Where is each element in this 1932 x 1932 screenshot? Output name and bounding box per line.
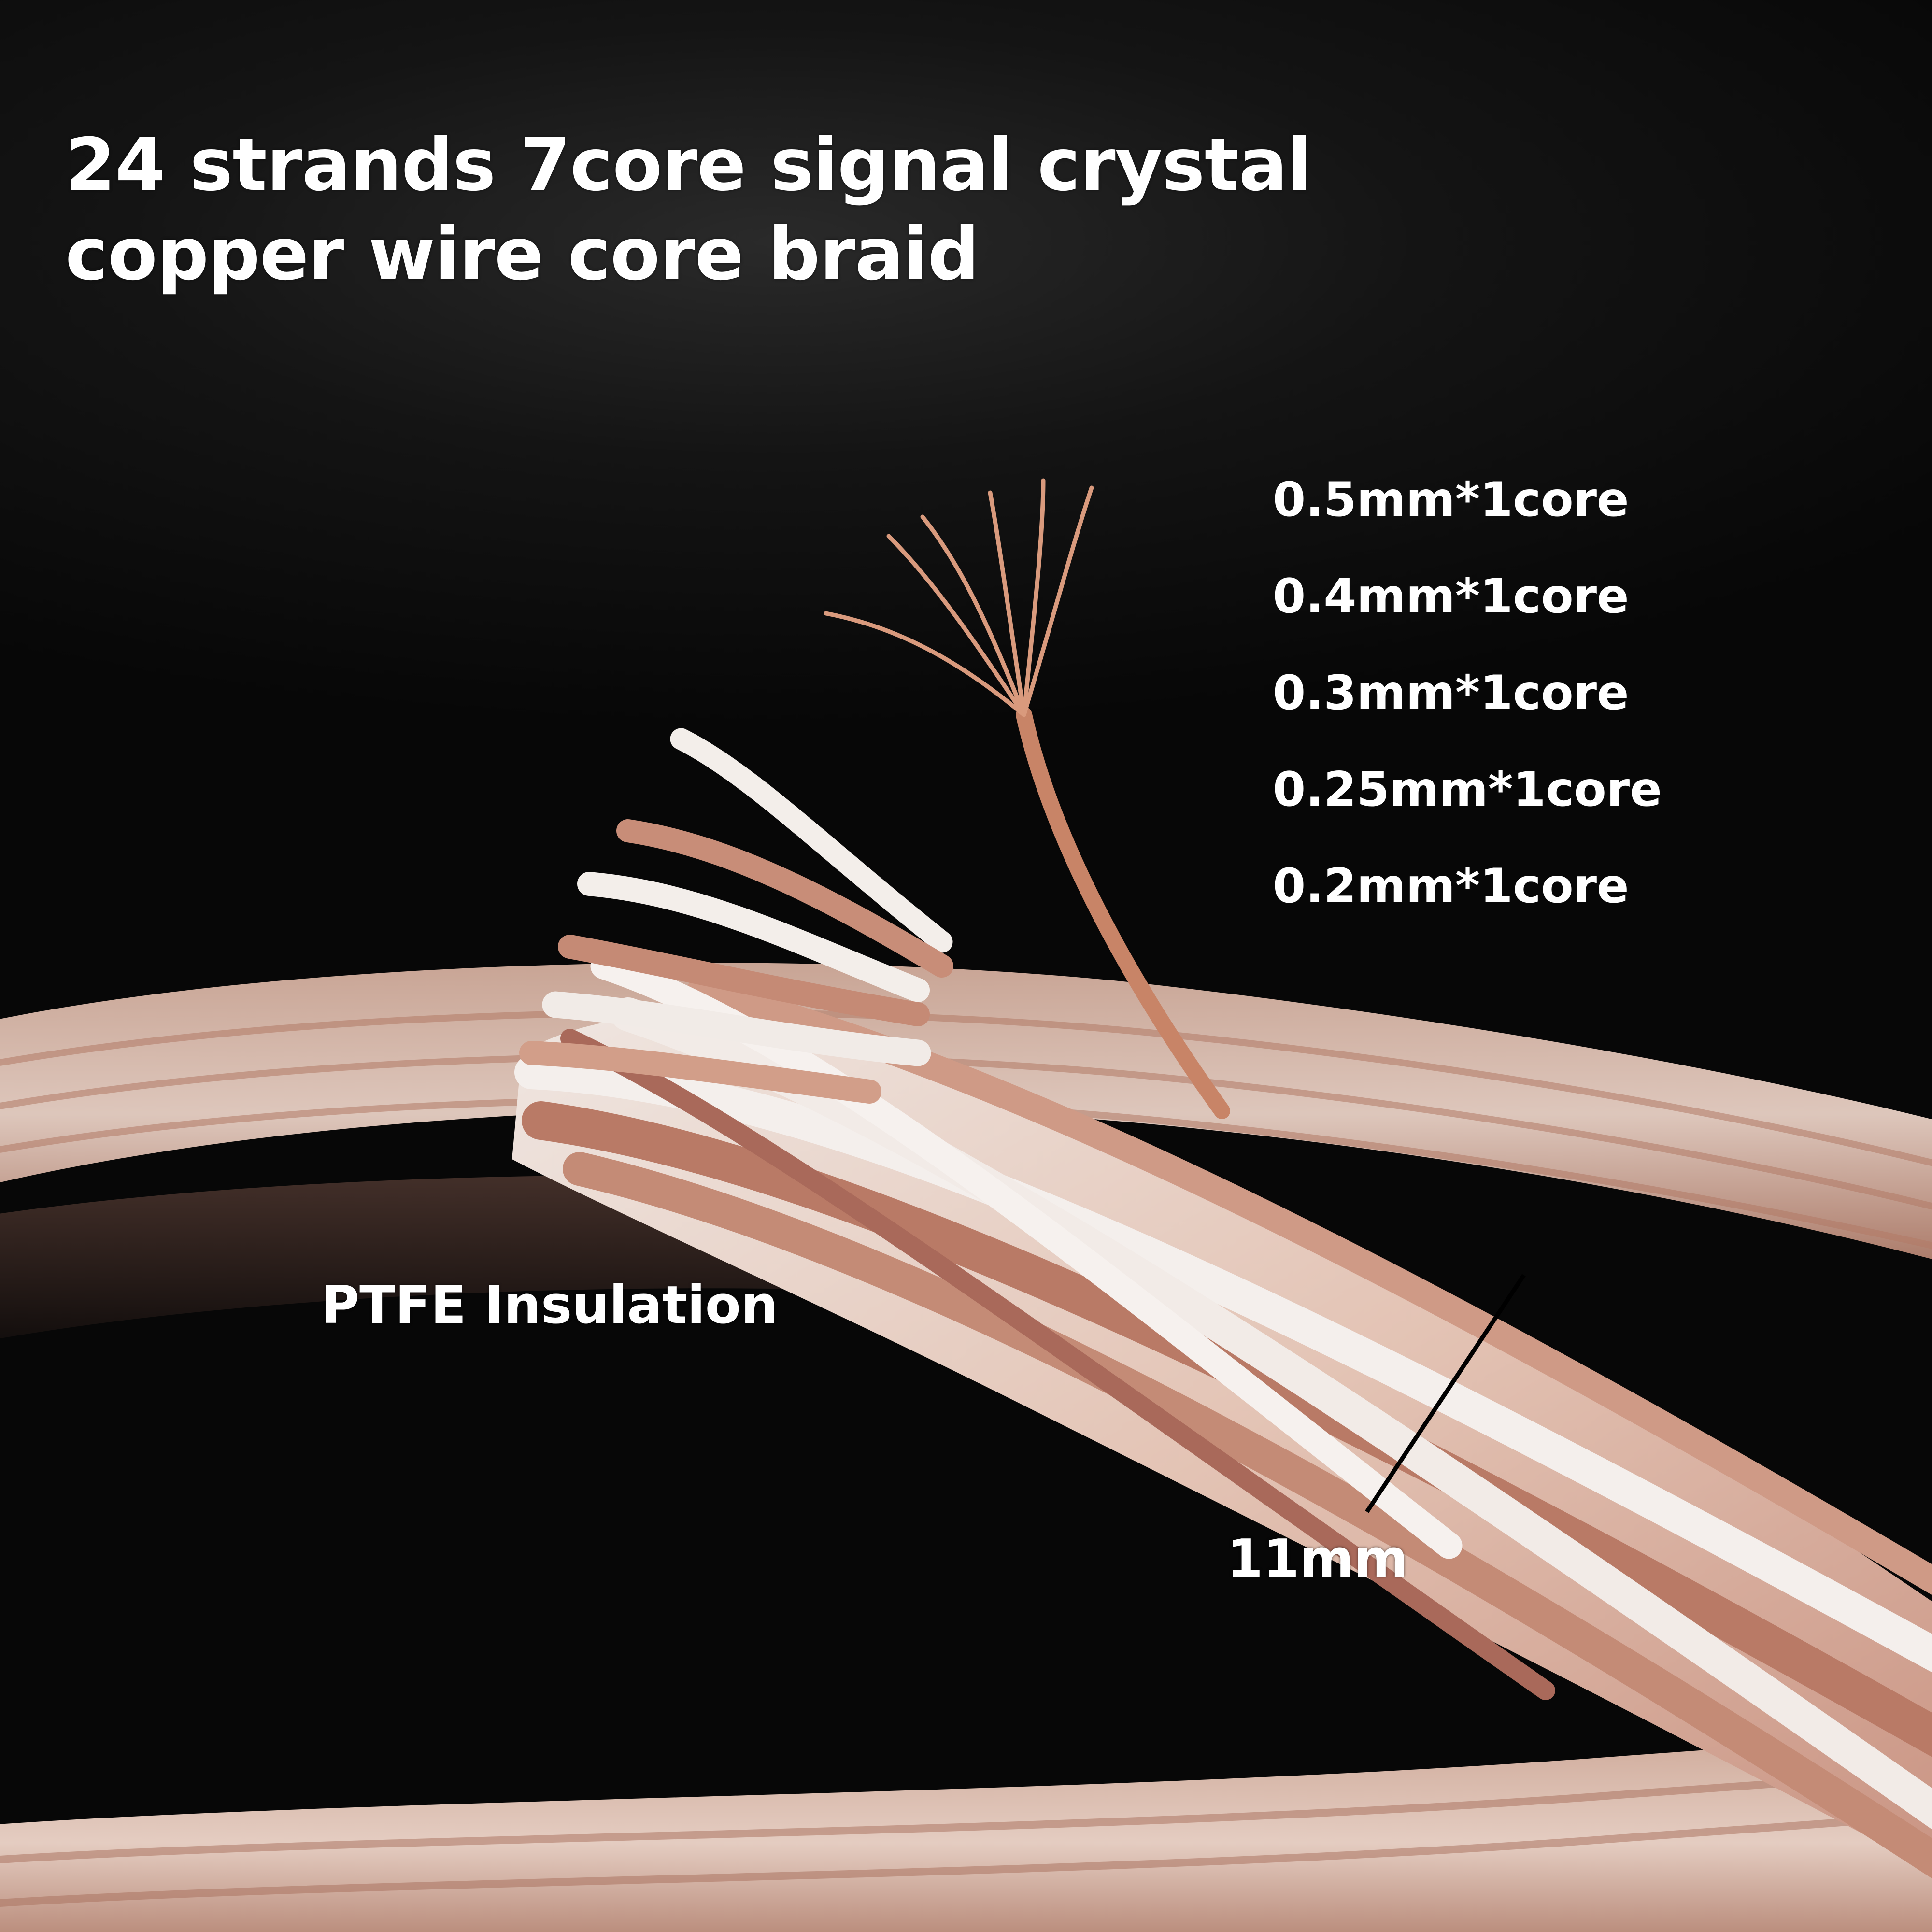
core-spec-item: 0.25mm*1core [1273, 762, 1662, 817]
insulation-label: PTFE Insulation [321, 1275, 778, 1335]
headline-line-2: copper wire core braid [65, 213, 980, 297]
core-spec-list: 0.5mm*1core 0.4mm*1core 0.3mm*1core 0.25… [1273, 452, 1662, 935]
coil-braid-texture [0, 1009, 1932, 1249]
cable-loose-ends [519, 728, 953, 1104]
core-spec-item: 0.3mm*1core [1273, 666, 1629, 721]
headline: 24 strands 7core signal crystal copper w… [65, 121, 1312, 299]
core-spec-item: 0.2mm*1core [1273, 859, 1629, 914]
copper-core-fan [824, 478, 1230, 1119]
core-spec-item: 0.4mm*1core [1273, 569, 1629, 624]
core-spec-item: 0.5mm*1core [1273, 472, 1629, 527]
headline-line-1: 24 strands 7core signal crystal [65, 123, 1312, 207]
diameter-marker-line [1365, 1274, 1526, 1513]
diameter-label: 11mm [1227, 1529, 1408, 1589]
